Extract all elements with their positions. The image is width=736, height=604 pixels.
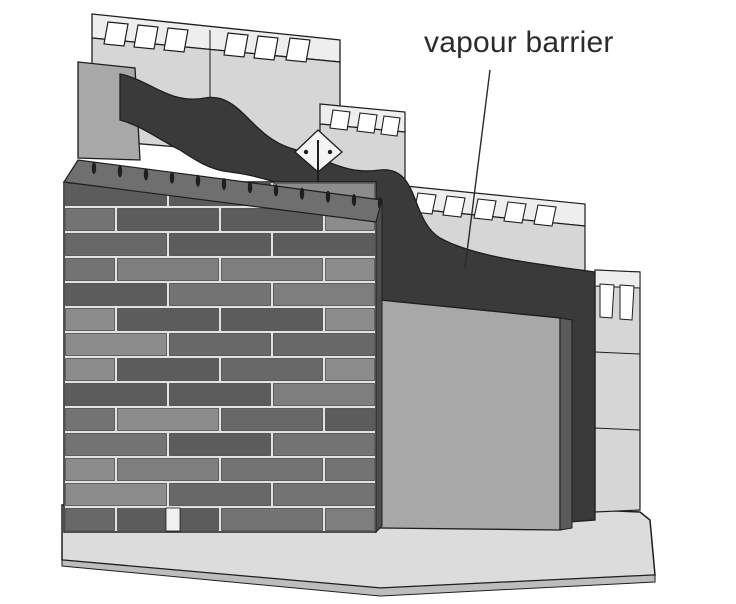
brick-perforation [117,165,123,178]
brick-perforation [143,168,149,181]
brick [117,208,219,231]
brick [65,383,167,406]
brick [65,233,167,256]
brick-perforation [247,181,253,194]
brick [221,508,323,531]
brick [169,333,271,356]
brick [221,408,323,431]
brick [169,383,271,406]
brick-perforation [273,184,279,197]
brick [325,508,375,531]
brick [273,383,375,406]
brick [65,308,115,331]
brick [325,458,375,481]
brick-perforation [221,178,227,190]
brick [117,258,219,281]
brick-side-face [375,199,383,534]
brick [65,433,167,456]
brick [117,308,219,331]
brick [117,408,219,431]
brick [65,483,167,506]
vapour-barrier-membrane [119,73,596,523]
brick [65,358,115,381]
brick [65,208,115,231]
brick [221,258,323,281]
base-plate-edge [61,559,656,597]
brick [65,258,115,281]
brick [221,458,323,481]
brick [221,308,323,331]
callout-leader-line [464,69,491,269]
block-cores-top [103,21,311,63]
brick-perforation [325,190,331,203]
brick [273,483,375,506]
brick-perforation [195,174,201,187]
brick [273,333,375,356]
block-column-cores [599,283,635,321]
brick [169,483,271,506]
brick [273,433,375,456]
block-cores-mid [329,109,401,137]
brick [221,358,323,381]
brick [325,258,375,281]
brick-perforation [351,194,357,206]
brick [325,408,375,431]
brick [65,408,115,431]
insulation-board-side [559,317,573,531]
vapour-barrier-label: vapour barrier [424,26,614,59]
brick [65,333,167,356]
brick-perforation [169,171,175,184]
brick [169,433,271,456]
brick [117,458,219,481]
insulation-board-front [379,299,561,531]
brick [65,508,115,531]
brick [117,358,219,381]
brick [273,233,375,256]
brick [273,283,375,306]
brick-perforation [299,187,305,200]
brick [65,283,167,306]
brick [169,233,271,256]
weep-hole [165,507,181,532]
brick-perforation [91,162,97,174]
brick [65,458,115,481]
brick [325,308,375,331]
tie-hole-right [327,149,333,155]
brick [169,283,271,306]
brick [325,358,375,381]
brick-outer-leaf [62,159,383,534]
tie-hole-left [303,149,309,155]
